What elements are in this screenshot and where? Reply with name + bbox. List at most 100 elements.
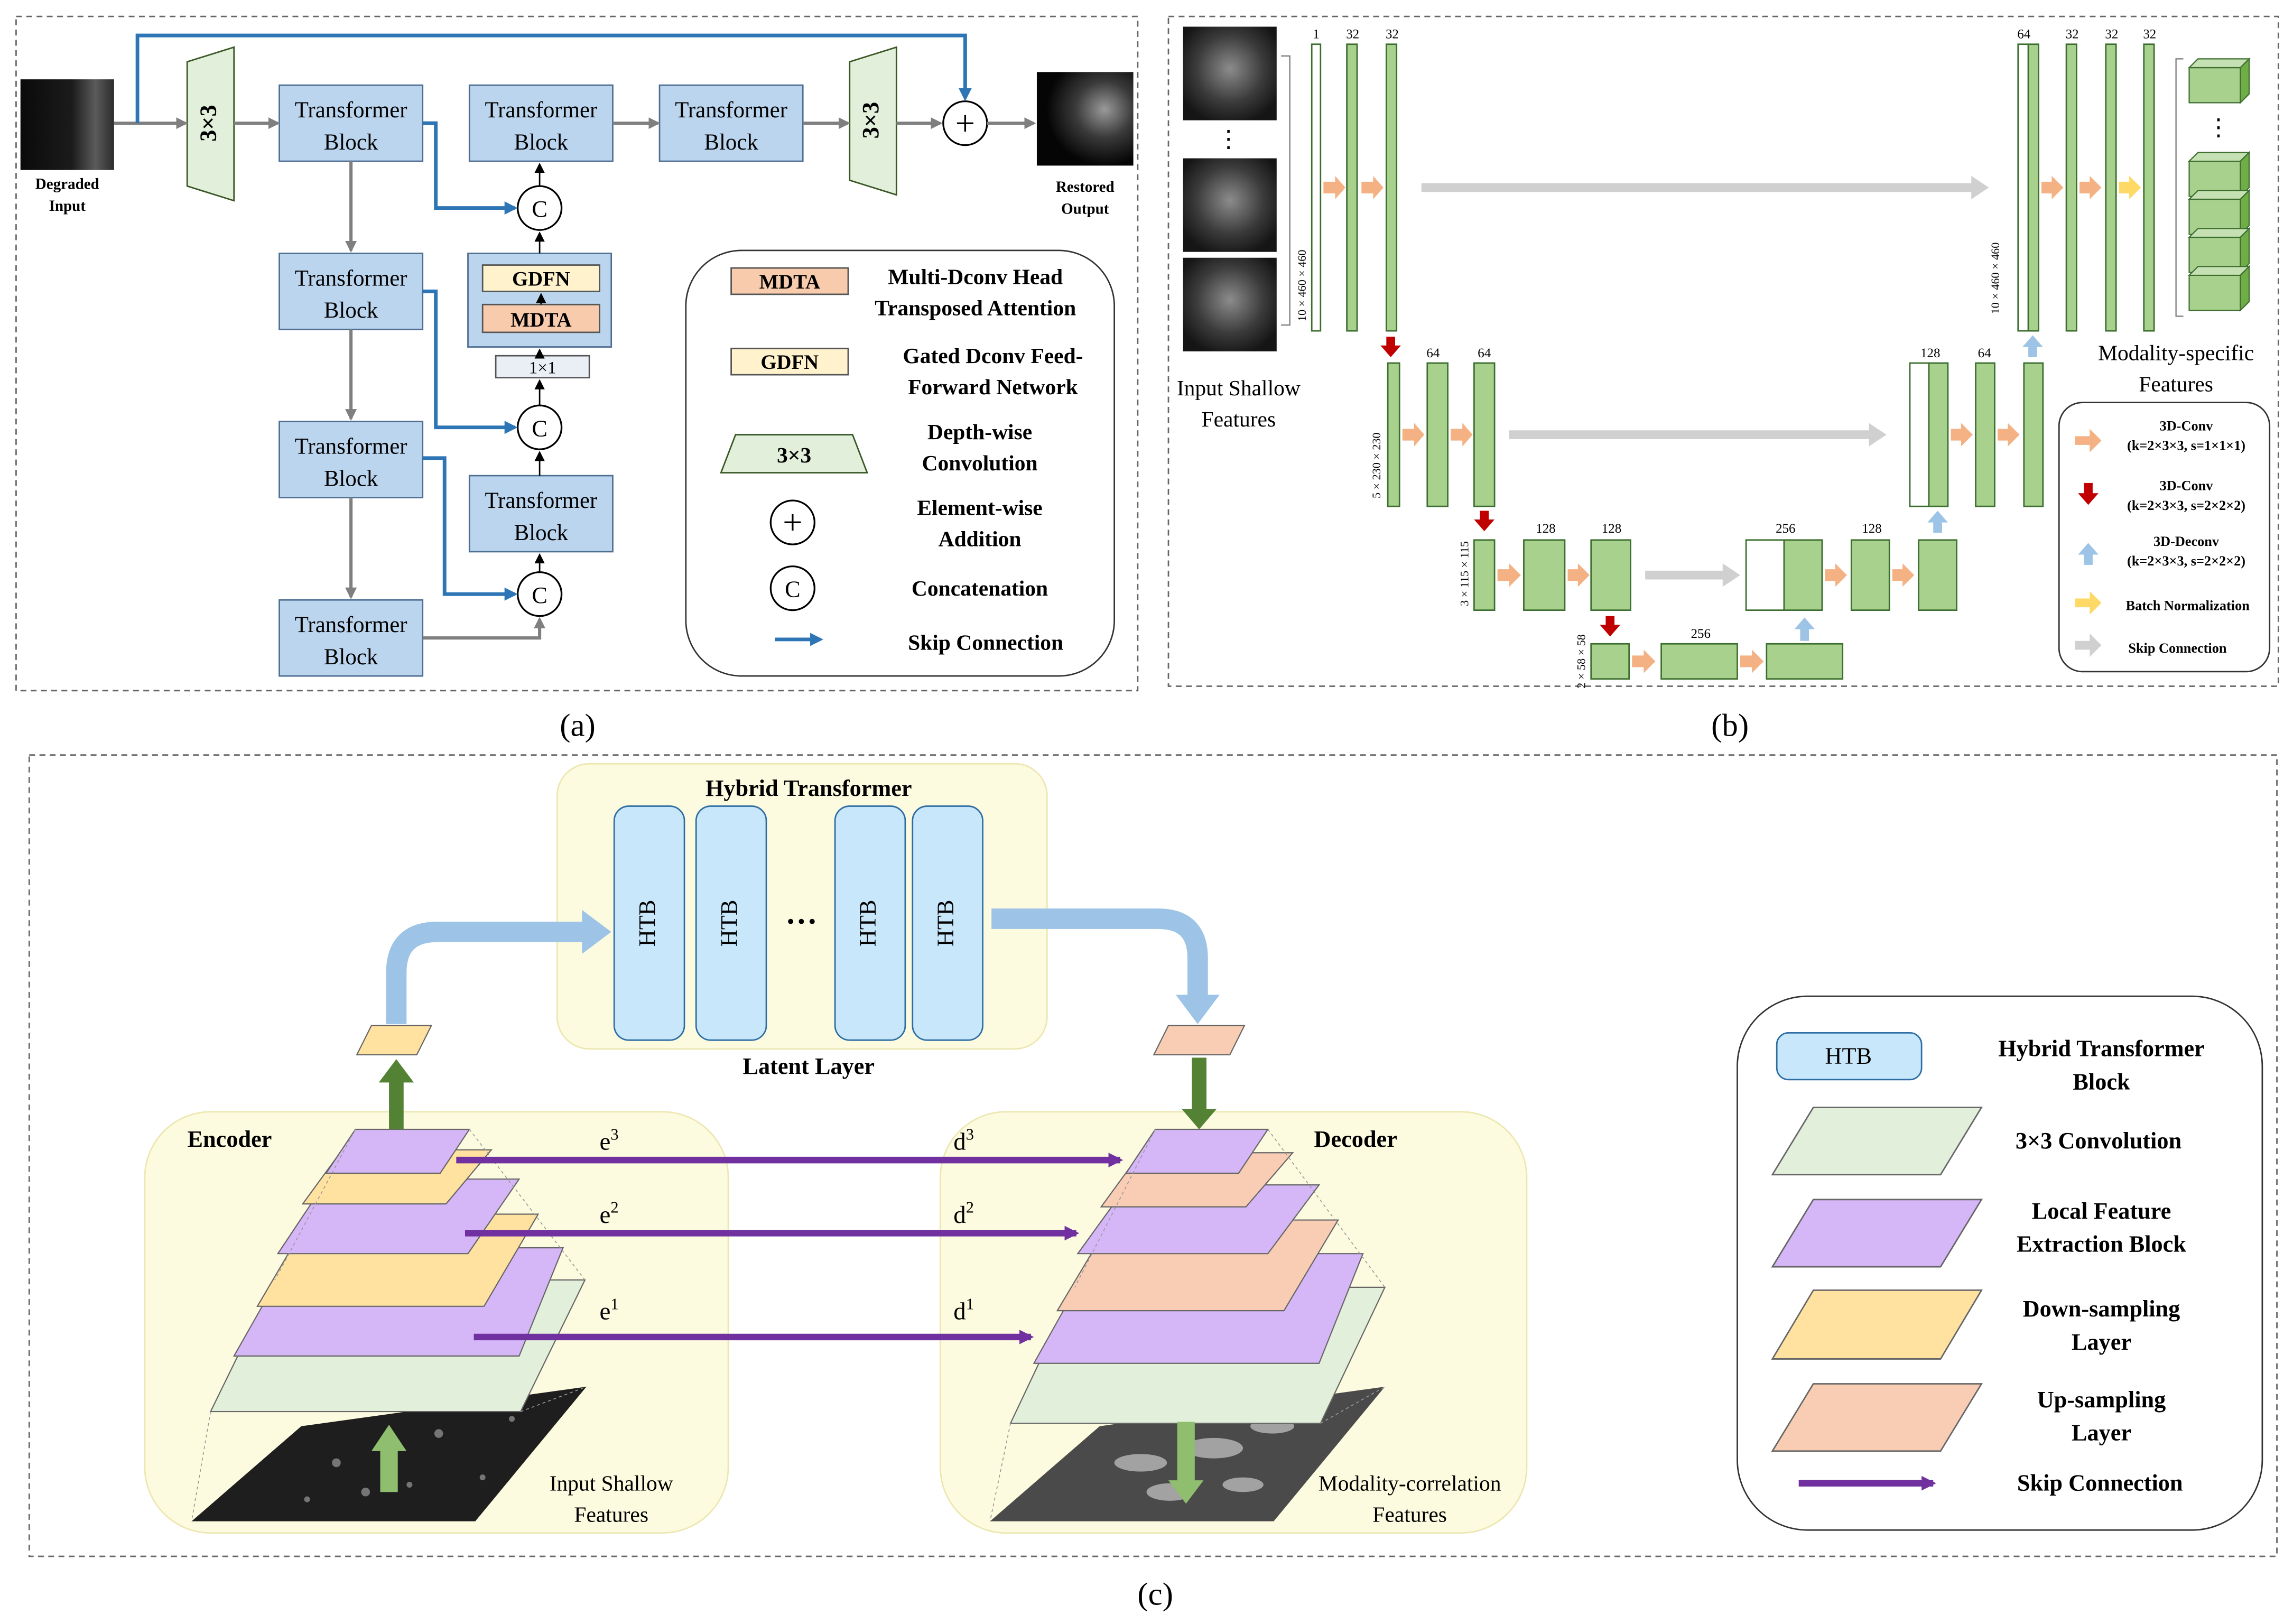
legend-skip-text: Skip Connection: [2017, 1470, 2183, 1496]
ch-l3a: 128: [1536, 522, 1555, 536]
degraded-input-image: [20, 79, 114, 170]
depthwise-conv-in: [186, 46, 235, 202]
legend-concat-swatch: [769, 565, 816, 611]
ch-d2b: 64: [1978, 346, 1991, 360]
feat-d1-up: [2027, 43, 2039, 332]
bn-arrow: [2119, 175, 2141, 200]
vertical-green-arrows: [371, 1057, 1217, 1504]
feat-d2-c: [2023, 362, 2044, 507]
skip-label-e3: e3: [600, 1125, 619, 1155]
transformer-block-detail: GDFN MDTA: [467, 253, 612, 348]
ch-bott: 256: [1691, 627, 1711, 641]
skip-label-e1: e1: [600, 1295, 619, 1325]
htb-ellipsis: ···: [785, 904, 818, 939]
skip-label-e2: e2: [600, 1199, 619, 1229]
legend-concat-symbol: C: [785, 577, 801, 602]
ch-in1: 1: [1313, 27, 1319, 42]
feat-l2-c: [1473, 362, 1496, 507]
legend-gdfn-text: Gated Dconv Feed-Forward Network: [903, 344, 1083, 399]
legend-skip-swatch: [2075, 633, 2102, 657]
panel-a-skip-connections: [135, 33, 972, 601]
ch-l2a: 64: [1426, 346, 1440, 360]
panel-c-border: [28, 754, 2278, 1557]
feat-d2-b: [1975, 362, 1995, 507]
add-symbol: +: [955, 104, 975, 143]
dim-lvl1: 10 × 460 × 460: [1295, 250, 1308, 322]
panel-b-caption: (b): [1711, 708, 1749, 744]
legend-conv-text: 3×3 Convolution: [2016, 1128, 2181, 1154]
gdfn-box: [481, 264, 600, 292]
legend-skip-text: Skip Connection: [2128, 641, 2226, 656]
depthwise-conv-out: [849, 46, 897, 196]
modality-cubes: [2187, 57, 2251, 312]
feat-d1-c: [2105, 43, 2117, 332]
dim-out: 10 × 460 × 460: [1989, 243, 2002, 314]
feat-d3-skip: [1745, 539, 1785, 611]
ch-d1d: 32: [2143, 27, 2156, 42]
latent-layer-label: Latent Layer: [742, 1053, 875, 1079]
input-slice-ellipsis: ⋮: [1217, 126, 1240, 152]
feat-d3-b: [1850, 539, 1890, 611]
ch-l2b: 64: [1478, 346, 1491, 360]
restored-output-image: [1036, 72, 1134, 166]
ch-d1b: 32: [2066, 27, 2079, 42]
feat-in-1ch: [1311, 43, 1322, 332]
legend-conv1-swatch: [2075, 429, 2102, 452]
legend-mdta-tag: MDTA: [759, 271, 820, 293]
ch-d1a: 64: [2017, 27, 2030, 42]
dim-lvl2: 5 × 230 × 230: [1370, 432, 1383, 498]
ch-in2: 32: [1346, 27, 1359, 42]
dec-lfe-3: [1125, 1128, 1269, 1174]
gdfn-label: GDFN: [512, 267, 570, 290]
panel-b-up-arrows: [1794, 335, 2043, 641]
ch-d3a: 256: [1776, 522, 1795, 536]
feat-l3-b: [1523, 539, 1566, 611]
skip-label-d1: d1: [953, 1295, 974, 1325]
legend-bn-swatch: [2075, 591, 2102, 615]
legend-add-symbol: +: [783, 504, 802, 542]
skip-label-d3: d3: [953, 1125, 974, 1155]
panel-b-legend: 3D-Conv(k=2×3×3, s=1×1×1) 3D-Conv(k=2×3×…: [2058, 402, 2271, 673]
one-by-one-label: 1×1: [529, 358, 556, 377]
feat-l4-b: [1660, 643, 1738, 680]
mdta-label: MDTA: [510, 309, 571, 331]
concat-node-3: C: [516, 571, 563, 617]
enc-lfe-3: [325, 1128, 471, 1174]
panel-c-caption: (c): [1137, 1576, 1173, 1612]
legend-conv2-text: 3D-Conv(k=2×3×3, s=2×2×2): [2127, 478, 2245, 513]
latent-flow-arrows: [386, 908, 1220, 1024]
feat-l2-b: [1426, 362, 1449, 507]
concat-node-1: C: [516, 185, 563, 231]
feat-d1-skip: [2017, 43, 2029, 332]
feat-d1-b: [2065, 43, 2077, 332]
encoder-pyramid: [209, 1025, 586, 1413]
legend-conv1-text: 3D-Conv(k=2×3×3, s=1×1×1): [2127, 418, 2245, 453]
legend-concat-text: Concatenation: [912, 576, 1048, 600]
feat-l3-a: [1473, 539, 1496, 611]
htb-label: HTB: [716, 900, 742, 947]
legend-box: [2058, 402, 2271, 673]
htb-block-1: HTB: [613, 805, 685, 1041]
input-slice-1: [1183, 26, 1277, 120]
legend-htb-tag: HTB: [1825, 1043, 1872, 1069]
input-slice-3: [1183, 257, 1277, 351]
legend-conv-swatch: [720, 434, 868, 474]
panel-c-skip-connections: [456, 1153, 1124, 1344]
